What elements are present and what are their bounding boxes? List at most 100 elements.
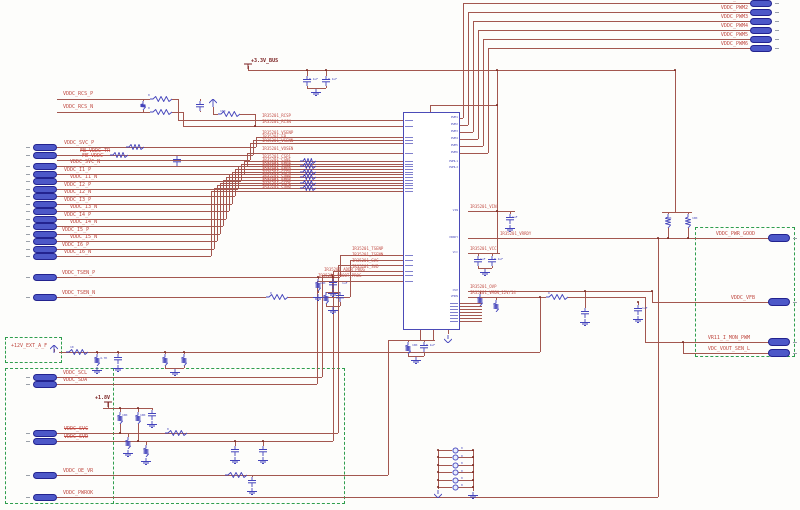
sheet-port[interactable]	[33, 162, 57, 170]
ground-symbol[interactable]	[258, 457, 268, 465]
ground-symbol[interactable]	[468, 492, 478, 500]
capacitor[interactable]	[581, 308, 589, 318]
sheet-port[interactable]	[750, 35, 772, 43]
sheet-port[interactable]	[33, 237, 57, 245]
resistor[interactable]	[405, 342, 411, 354]
capacitor[interactable]	[196, 101, 204, 111]
ground-symbol[interactable]	[92, 367, 102, 375]
sheet-port[interactable]	[768, 234, 790, 242]
sheet-port[interactable]	[33, 192, 57, 200]
resistor[interactable]	[300, 174, 316, 180]
ground-symbol[interactable]	[580, 319, 590, 327]
resistor[interactable]	[117, 412, 123, 424]
capacitor[interactable]	[148, 410, 156, 420]
sheet-port[interactable]	[33, 200, 57, 208]
ground-symbol[interactable]	[311, 89, 321, 97]
jumper[interactable]	[451, 453, 459, 461]
ground-arrow-symbol[interactable]	[444, 335, 452, 343]
capacitor[interactable]	[506, 214, 514, 224]
ground-symbol[interactable]	[147, 421, 157, 429]
jumper[interactable]	[451, 483, 459, 491]
sheet-port[interactable]	[33, 143, 57, 151]
capacitor[interactable]	[231, 446, 239, 456]
resistor[interactable]	[140, 101, 146, 110]
ground-symbol[interactable]	[123, 450, 133, 458]
sheet-port[interactable]	[33, 252, 57, 260]
resistor[interactable]	[665, 214, 671, 228]
ground-symbol[interactable]	[411, 357, 421, 365]
jumper[interactable]	[451, 468, 459, 476]
sheet-port[interactable]	[33, 215, 57, 223]
resistor[interactable]	[300, 185, 316, 191]
power-flag-symbol[interactable]	[104, 401, 112, 407]
resistor[interactable]	[66, 349, 88, 355]
capacitor[interactable]	[114, 354, 122, 364]
sheet-port[interactable]	[750, 44, 772, 52]
resistor[interactable]	[218, 111, 240, 117]
sheet-port[interactable]	[750, 8, 772, 16]
resistor[interactable]	[477, 294, 483, 306]
resistor[interactable]	[150, 109, 172, 115]
sheet-port[interactable]	[33, 429, 57, 437]
ground-symbol[interactable]	[141, 458, 151, 466]
ground-symbol[interactable]	[505, 225, 515, 233]
resistor[interactable]	[125, 437, 131, 449]
resistor[interactable]	[266, 294, 288, 300]
resistor[interactable]	[143, 445, 149, 457]
sheet-port[interactable]	[768, 298, 790, 306]
sheet-port[interactable]	[33, 177, 57, 185]
capacitor[interactable]	[322, 76, 330, 86]
ic-body[interactable]	[403, 112, 460, 330]
sheet-port[interactable]	[768, 349, 790, 357]
resistor[interactable]	[300, 163, 316, 169]
ground-symbol[interactable]	[328, 290, 338, 298]
resistor[interactable]	[150, 96, 172, 102]
sheet-port[interactable]	[33, 493, 57, 501]
resistor[interactable]	[546, 294, 568, 300]
sheet-port[interactable]	[33, 293, 57, 301]
capacitor[interactable]	[488, 256, 496, 266]
resistor[interactable]	[315, 279, 321, 291]
resistor[interactable]	[110, 152, 128, 158]
resistor[interactable]	[126, 144, 144, 150]
resistor[interactable]	[165, 430, 187, 436]
sheet-port[interactable]	[33, 151, 57, 159]
sheet-port[interactable]	[33, 273, 57, 281]
resistor[interactable]	[300, 158, 316, 164]
capacitor[interactable]	[634, 305, 642, 315]
sheet-port[interactable]	[33, 222, 57, 230]
power-arrow-symbol[interactable]	[50, 345, 58, 353]
sheet-port[interactable]	[33, 207, 57, 215]
sheet-port[interactable]	[33, 230, 57, 238]
resistor[interactable]	[300, 169, 316, 175]
jumper[interactable]	[451, 446, 459, 454]
ground-symbol[interactable]	[113, 365, 123, 373]
ground-symbol[interactable]	[328, 307, 338, 315]
capacitor[interactable]	[420, 342, 428, 352]
capacitor[interactable]	[336, 292, 344, 302]
resistor[interactable]	[323, 292, 329, 304]
jumper[interactable]	[451, 461, 459, 469]
sheet-port[interactable]	[768, 338, 790, 346]
sheet-port[interactable]	[750, 26, 772, 34]
resistor[interactable]	[685, 214, 691, 228]
ground-symbol[interactable]	[170, 369, 180, 377]
power-arrow-symbol[interactable]	[209, 99, 217, 107]
ground-symbol[interactable]	[633, 316, 643, 324]
sheet-port[interactable]	[33, 245, 57, 253]
resistor[interactable]	[162, 354, 168, 366]
jumper[interactable]	[451, 476, 459, 484]
sheet-port[interactable]	[33, 170, 57, 178]
power-flag-symbol[interactable]	[244, 63, 252, 69]
ground-symbol[interactable]	[247, 488, 257, 496]
sheet-port[interactable]	[750, 0, 772, 7]
sheet-port[interactable]	[33, 185, 57, 193]
resistor[interactable]	[493, 300, 499, 312]
ground-symbol[interactable]	[230, 457, 240, 465]
capacitor[interactable]	[329, 279, 337, 289]
capacitor[interactable]	[259, 446, 267, 456]
resistor[interactable]	[181, 354, 187, 366]
capacitor[interactable]	[474, 256, 482, 266]
capacitor[interactable]	[248, 477, 256, 487]
resistor[interactable]	[94, 354, 100, 366]
